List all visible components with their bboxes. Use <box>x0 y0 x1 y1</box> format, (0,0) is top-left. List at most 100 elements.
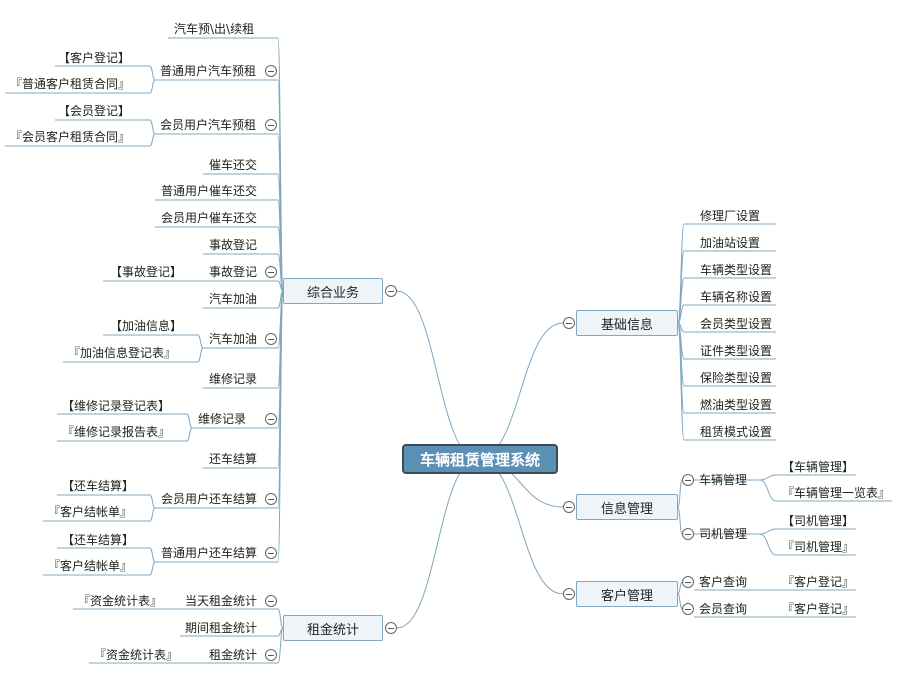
node-label[interactable]: 汽车加油 <box>209 332 258 346</box>
node-label[interactable]: 租赁模式设置 <box>700 425 773 439</box>
collapse-icon[interactable] <box>265 65 277 77</box>
collapse-icon[interactable] <box>682 603 694 615</box>
branch-zujin[interactable]: 租金统计 <box>283 615 383 641</box>
collapse-icon[interactable] <box>563 317 575 329</box>
collapse-icon[interactable] <box>265 333 277 345</box>
node-label[interactable]: 事故登记 <box>209 265 258 279</box>
node-label[interactable]: 会员用户催车还交 <box>161 211 258 225</box>
node-label[interactable]: 『加油信息登记表』 <box>68 346 177 360</box>
branch-xinxi[interactable]: 信息管理 <box>576 494 678 520</box>
connector <box>149 494 156 509</box>
connector <box>149 65 156 81</box>
node-label[interactable]: 车辆管理 <box>699 473 748 487</box>
node-label[interactable]: 【会员登记】 <box>58 104 131 118</box>
node-label[interactable]: 普通用户汽车预租 <box>160 64 257 78</box>
node-label[interactable]: 『普通客户租赁合同』 <box>10 77 131 91</box>
node-label[interactable]: 『客户登记』 <box>782 575 855 589</box>
node-label[interactable]: 会员查询 <box>699 602 748 616</box>
node-label[interactable]: 【维修记录登记表】 <box>62 399 171 413</box>
node-label[interactable]: 燃油类型设置 <box>700 398 773 412</box>
node-label[interactable]: 租金统计 <box>209 648 258 662</box>
connector <box>677 322 685 441</box>
node-label[interactable]: 『客户结帐单』 <box>48 559 133 573</box>
node-label[interactable]: 证件类型设置 <box>700 344 773 358</box>
connector <box>149 547 156 563</box>
node-label[interactable]: 期间租金统计 <box>185 621 258 635</box>
node-label[interactable]: 普通用户催车还交 <box>161 184 258 198</box>
node-label[interactable]: 会员类型设置 <box>700 317 773 331</box>
collapse-icon[interactable] <box>682 474 694 486</box>
node-label[interactable]: 当天租金统计 <box>185 594 258 608</box>
collapse-icon[interactable] <box>682 528 694 540</box>
collapse-icon[interactable] <box>265 547 277 559</box>
node-label[interactable]: 【还车结算】 <box>62 533 135 547</box>
node-label[interactable]: 『资金统计表』 <box>78 594 163 608</box>
collapse-icon[interactable] <box>265 413 277 425</box>
connector <box>677 277 685 324</box>
collapse-icon[interactable] <box>265 649 277 661</box>
collapse-icon[interactable] <box>682 576 694 588</box>
node-label[interactable]: 『会员客户租赁合同』 <box>10 130 131 144</box>
connector <box>186 413 193 429</box>
node-label[interactable]: 修理厂设置 <box>700 209 761 223</box>
connector <box>149 79 156 94</box>
collapse-icon[interactable] <box>385 285 397 297</box>
connector <box>396 290 479 460</box>
node-label[interactable]: 车辆名称设置 <box>700 290 773 304</box>
node-label[interactable]: 【车辆管理】 <box>782 460 855 474</box>
connector <box>277 290 284 563</box>
node-label[interactable]: 『司机管理』 <box>782 540 855 554</box>
collapse-icon[interactable] <box>265 595 277 607</box>
node-label[interactable]: 普通用户还车结算 <box>161 546 258 560</box>
branch-kehu[interactable]: 客户管理 <box>576 581 678 607</box>
collapse-icon[interactable] <box>265 266 277 278</box>
node-label[interactable]: 『资金统计表』 <box>94 648 179 662</box>
node-label[interactable]: 【司机管理】 <box>782 514 855 528</box>
node-label[interactable]: 会员用户还车结算 <box>161 492 258 506</box>
root-node[interactable]: 车辆租赁管理系统 <box>402 444 558 474</box>
connector <box>197 347 204 363</box>
node-label[interactable]: 汽车加油 <box>209 292 258 306</box>
connector <box>277 608 284 629</box>
connector <box>186 427 193 442</box>
connector <box>149 561 156 576</box>
branch-zonghe[interactable]: 综合业务 <box>283 278 383 304</box>
node-label[interactable]: 【还车结算】 <box>62 479 135 493</box>
collapse-icon[interactable] <box>563 588 575 600</box>
connector <box>677 593 683 610</box>
connector <box>759 533 777 556</box>
node-label[interactable]: 事故登记 <box>209 238 258 252</box>
collapse-icon[interactable] <box>385 622 397 634</box>
node-label[interactable]: 汽车预\出\续租 <box>174 22 255 36</box>
node-label[interactable]: 【事故登记】 <box>110 265 183 279</box>
connector <box>677 223 685 324</box>
node-label[interactable]: 催车还交 <box>209 158 258 172</box>
collapse-icon[interactable] <box>265 119 277 131</box>
node-label[interactable]: 【加油信息】 <box>110 319 183 333</box>
node-label[interactable]: 维修记录 <box>209 372 258 386</box>
node-label[interactable]: 【客户登记】 <box>58 51 131 65</box>
node-label[interactable]: 车辆类型设置 <box>700 263 773 277</box>
node-label[interactable]: 『客户结帐单』 <box>48 505 133 519</box>
node-label[interactable]: 『车辆管理一览表』 <box>782 486 891 500</box>
collapse-icon[interactable] <box>265 493 277 505</box>
node-label[interactable]: 加油站设置 <box>700 236 761 250</box>
node-label[interactable]: 维修记录 <box>198 412 247 426</box>
connector <box>277 627 284 664</box>
node-label[interactable]: 『客户登记』 <box>782 602 855 616</box>
node-label[interactable]: 司机管理 <box>699 527 748 541</box>
connector <box>759 528 777 535</box>
connector <box>149 507 156 522</box>
node-label[interactable]: 『维修记录报告表』 <box>62 425 171 439</box>
node-label[interactable]: 客户查询 <box>699 575 748 589</box>
branch-jichu[interactable]: 基础信息 <box>576 310 678 336</box>
node-label[interactable]: 会员用户汽车预租 <box>160 118 257 132</box>
connector <box>677 479 683 508</box>
node-label[interactable]: 保险类型设置 <box>700 371 773 385</box>
connector <box>477 322 564 460</box>
node-label[interactable]: 还车结算 <box>209 452 258 466</box>
collapse-icon[interactable] <box>563 501 575 513</box>
connector <box>149 133 156 147</box>
connector <box>677 304 685 324</box>
